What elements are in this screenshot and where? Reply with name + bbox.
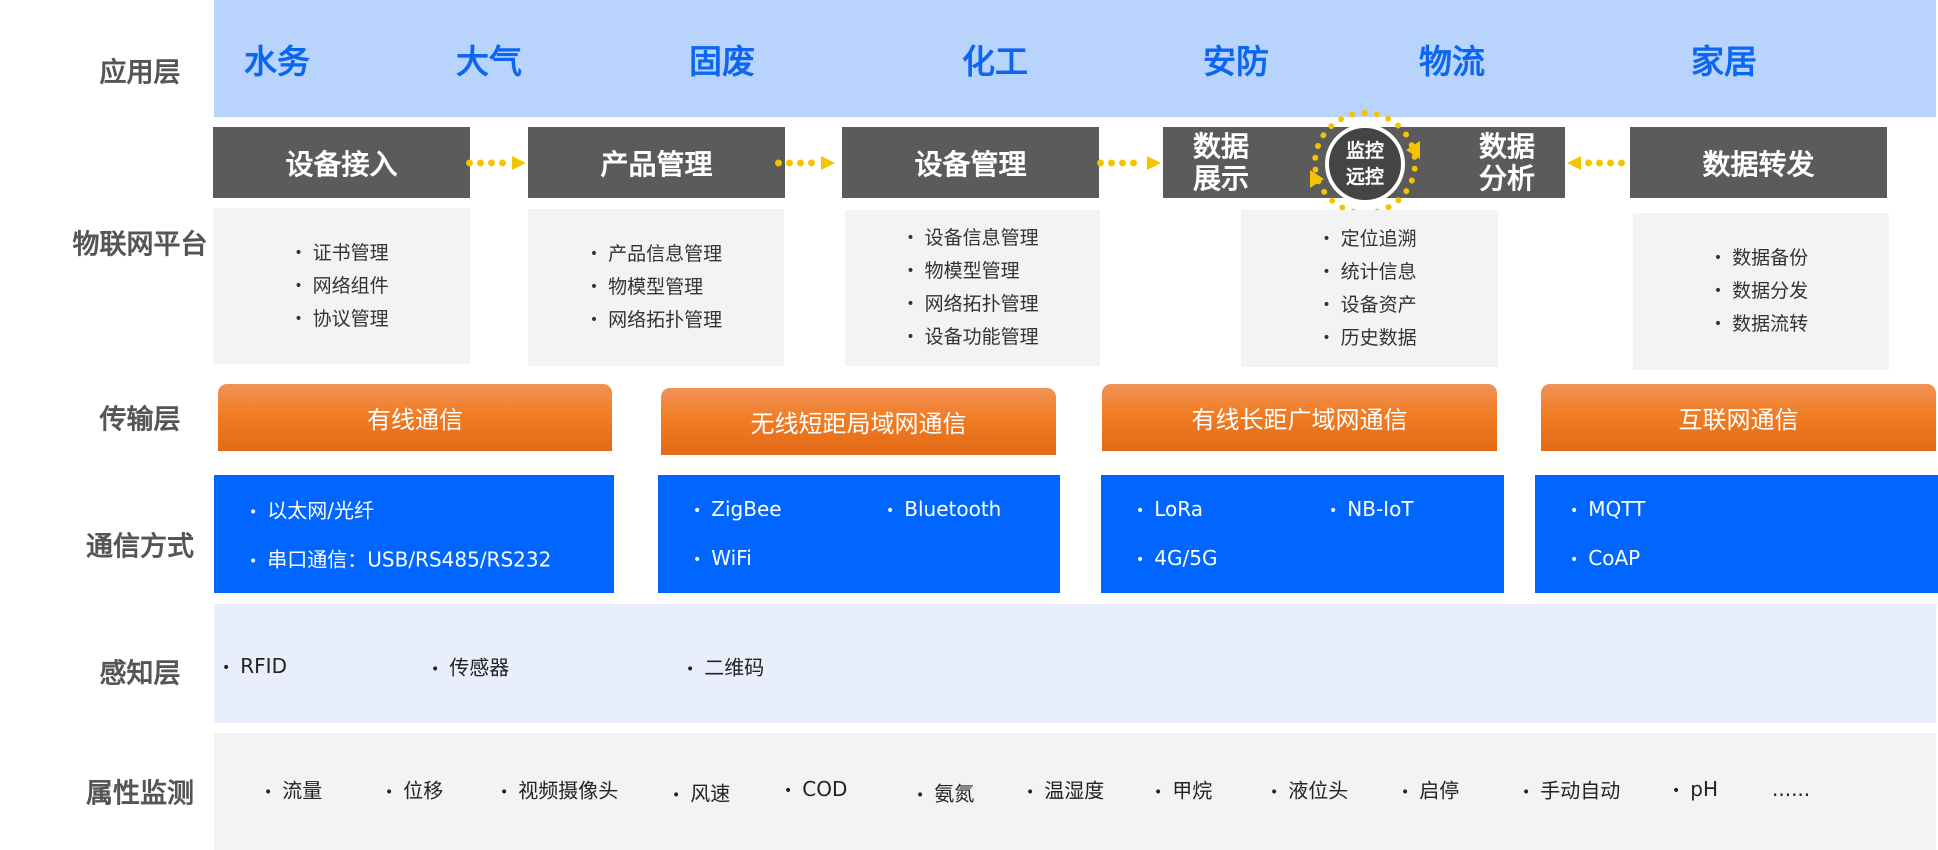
feature-item: 设备信息管理 <box>906 222 1039 255</box>
layer-label-application: 应用层 <box>99 57 181 89</box>
feature-item: 数据分发 <box>1714 275 1808 308</box>
comm-item: ZigBee <box>693 497 781 521</box>
app-security: 安防 <box>1203 42 1269 81</box>
comm-item: LoRa <box>1136 497 1203 521</box>
attribute-item: 手动自动 <box>1522 775 1620 804</box>
feature-item: 网络组件 <box>294 270 389 303</box>
monitor-control-circle: 监控 远控 <box>1325 124 1405 204</box>
comm-item: MQTT <box>1570 497 1645 521</box>
feature-item: 网络拓扑管理 <box>590 304 722 337</box>
comm-box-internet: MQTT CoAP <box>1535 475 1938 593</box>
comm-item: NB-IoT <box>1329 497 1413 521</box>
data-analysis-line2: 分析 <box>1478 161 1535 195</box>
feature-item: 数据备份 <box>1714 242 1808 275</box>
transport-internet: 互联网通信 <box>1541 384 1936 451</box>
comm-item: CoAP <box>1570 546 1640 570</box>
attribute-item: 启停 <box>1401 775 1459 804</box>
data-analysis-line1: 数据 <box>1478 129 1535 163</box>
attribute-item: pH <box>1672 777 1718 801</box>
data-analysis-title: 数据分析 <box>1478 129 1535 195</box>
layer-label-platform: 物联网平台 <box>72 229 208 261</box>
module-product-management: 产品管理 <box>528 127 785 198</box>
layer-label-transport: 传输层 <box>99 404 181 436</box>
cycle-arrow-icon <box>1406 141 1420 159</box>
app-home: 家居 <box>1691 42 1757 81</box>
attribute-item: 温湿度 <box>1026 775 1104 804</box>
feature-item: 协议管理 <box>294 303 389 336</box>
module-product-management-features: 产品信息管理 物模型管理 网络拓扑管理 <box>528 209 784 366</box>
comm-item: Bluetooth <box>886 497 1001 521</box>
perception-item: 二维码 <box>686 652 764 681</box>
attribute-item: 视频摄像头 <box>500 775 618 804</box>
cycle-arrow-icon <box>1310 170 1324 188</box>
module-device-management: 设备管理 <box>842 127 1099 198</box>
feature-item: 数据流转 <box>1714 308 1808 341</box>
app-chemical: 化工 <box>962 42 1028 81</box>
attribute-item: 位移 <box>385 775 443 804</box>
perception-item: RFID <box>222 654 287 678</box>
transport-wireless-short: 无线短距局域网通信 <box>661 388 1056 455</box>
application-band <box>214 0 1936 117</box>
attribute-item: 甲烷 <box>1154 775 1212 804</box>
remote-control-label: 远控 <box>1345 166 1384 188</box>
app-water: 水务 <box>244 42 310 81</box>
comm-box-wide-area: LoRa NB-IoT 4G/5G <box>1101 475 1504 593</box>
comm-box-wireless: ZigBee Bluetooth WiFi <box>658 475 1060 593</box>
attribute-item: 风速 <box>672 778 730 807</box>
arrow-right-icon <box>773 156 835 170</box>
arrow-right-icon <box>464 156 526 170</box>
attribute-item: ...... <box>1772 777 1811 801</box>
attribute-item: 液位头 <box>1270 775 1348 804</box>
comm-item: 以太网/光纤 <box>249 495 374 524</box>
feature-item: 产品信息管理 <box>590 238 722 271</box>
feature-item: 设备资产 <box>1322 289 1417 322</box>
layer-label-perception: 感知层 <box>99 658 181 690</box>
data-display-title: 数据展示 <box>1193 129 1250 195</box>
transport-wired: 有线通信 <box>218 384 612 451</box>
module-device-access-features: 证书管理 网络组件 协议管理 <box>213 208 470 364</box>
feature-item: 定位追溯 <box>1322 223 1417 256</box>
comm-item: 4G/5G <box>1136 546 1217 570</box>
perception-item: 传感器 <box>431 652 509 681</box>
comm-item: WiFi <box>693 546 752 570</box>
layer-label-communication: 通信方式 <box>86 531 194 563</box>
feature-item: 证书管理 <box>294 237 389 270</box>
module-data-forwarding: 数据转发 <box>1630 127 1887 198</box>
feature-item: 历史数据 <box>1322 322 1417 355</box>
comm-box-wired: 以太网/光纤 串口通信：USB/RS485/RS232 <box>214 475 614 593</box>
monitor-label: 监控 <box>1345 140 1384 162</box>
module-device-access: 设备接入 <box>213 127 470 198</box>
attribute-item: 氨氮 <box>916 778 974 807</box>
feature-item: 物模型管理 <box>590 271 722 304</box>
feature-item: 物模型管理 <box>906 255 1038 288</box>
comm-item: 串口通信：USB/RS485/RS232 <box>249 544 551 573</box>
feature-item: 统计信息 <box>1322 256 1417 289</box>
app-solid-waste: 固废 <box>689 42 755 81</box>
data-display-line2: 展示 <box>1193 161 1250 195</box>
feature-item: 设备功能管理 <box>906 321 1039 354</box>
app-logistics: 物流 <box>1419 42 1485 81</box>
module-data-forwarding-features: 数据备份 数据分发 数据流转 <box>1633 213 1889 370</box>
module-device-management-features: 设备信息管理 物模型管理 网络拓扑管理 设备功能管理 <box>845 210 1100 366</box>
feature-item: 网络拓扑管理 <box>906 288 1039 321</box>
transport-wide-area: 有线长距广域网通信 <box>1102 384 1497 451</box>
arrow-left-icon <box>1567 156 1629 170</box>
module-data-features: 定位追溯 统计信息 设备资产 历史数据 <box>1241 210 1498 367</box>
app-air: 大气 <box>456 42 522 81</box>
data-display-line1: 数据 <box>1193 129 1250 163</box>
attribute-item: 流量 <box>264 775 322 804</box>
arrow-right-icon <box>1095 156 1161 170</box>
layer-label-attributes: 属性监测 <box>86 778 194 810</box>
attribute-item: COD <box>784 777 847 801</box>
